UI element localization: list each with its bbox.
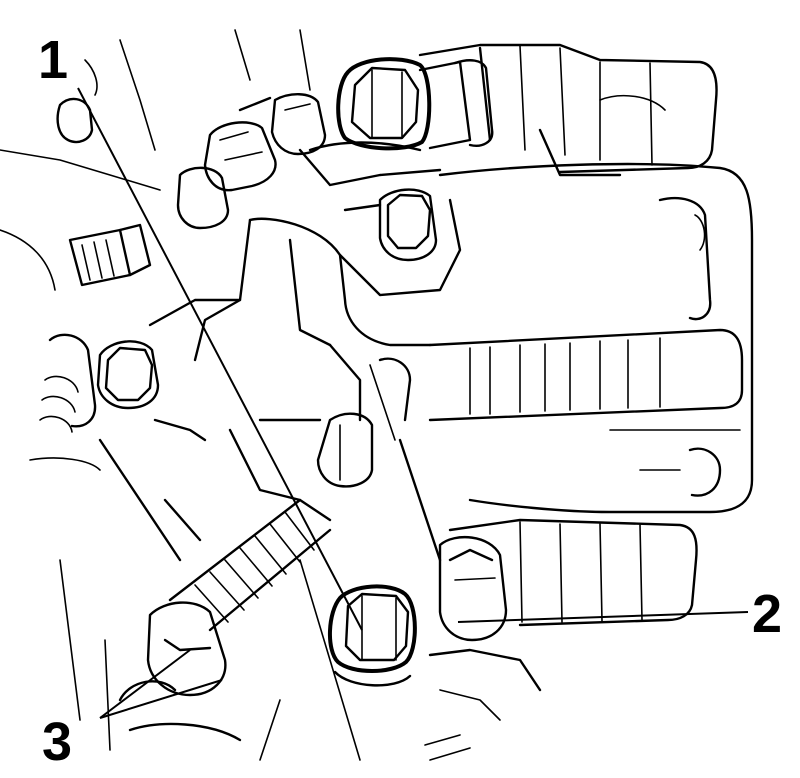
left-bolt-assembly (29, 298, 242, 562)
left-stud (56, 97, 152, 287)
callout-2: 2 (752, 584, 782, 644)
upper-bracket-arm (418, 43, 718, 177)
leader-line-2 (457, 611, 749, 623)
caliper-carrier-bracket (428, 162, 754, 514)
leader-line-3b (99, 649, 191, 719)
leader-line-3a (99, 679, 223, 719)
leader-line-1 (77, 87, 363, 631)
callout-3: 3 (42, 712, 72, 772)
upper-fittings (176, 93, 442, 230)
lower-guide-bolt (327, 584, 417, 687)
callout-1: 1 (38, 30, 68, 90)
caliper-body (193, 217, 442, 562)
leader-lines (77, 87, 749, 719)
middle-bolt (338, 188, 462, 297)
brake-hose (59, 498, 332, 751)
lower-bracket-arm (424, 518, 698, 761)
background-lines (0, 29, 361, 761)
top-mounting-bolt (336, 57, 494, 151)
